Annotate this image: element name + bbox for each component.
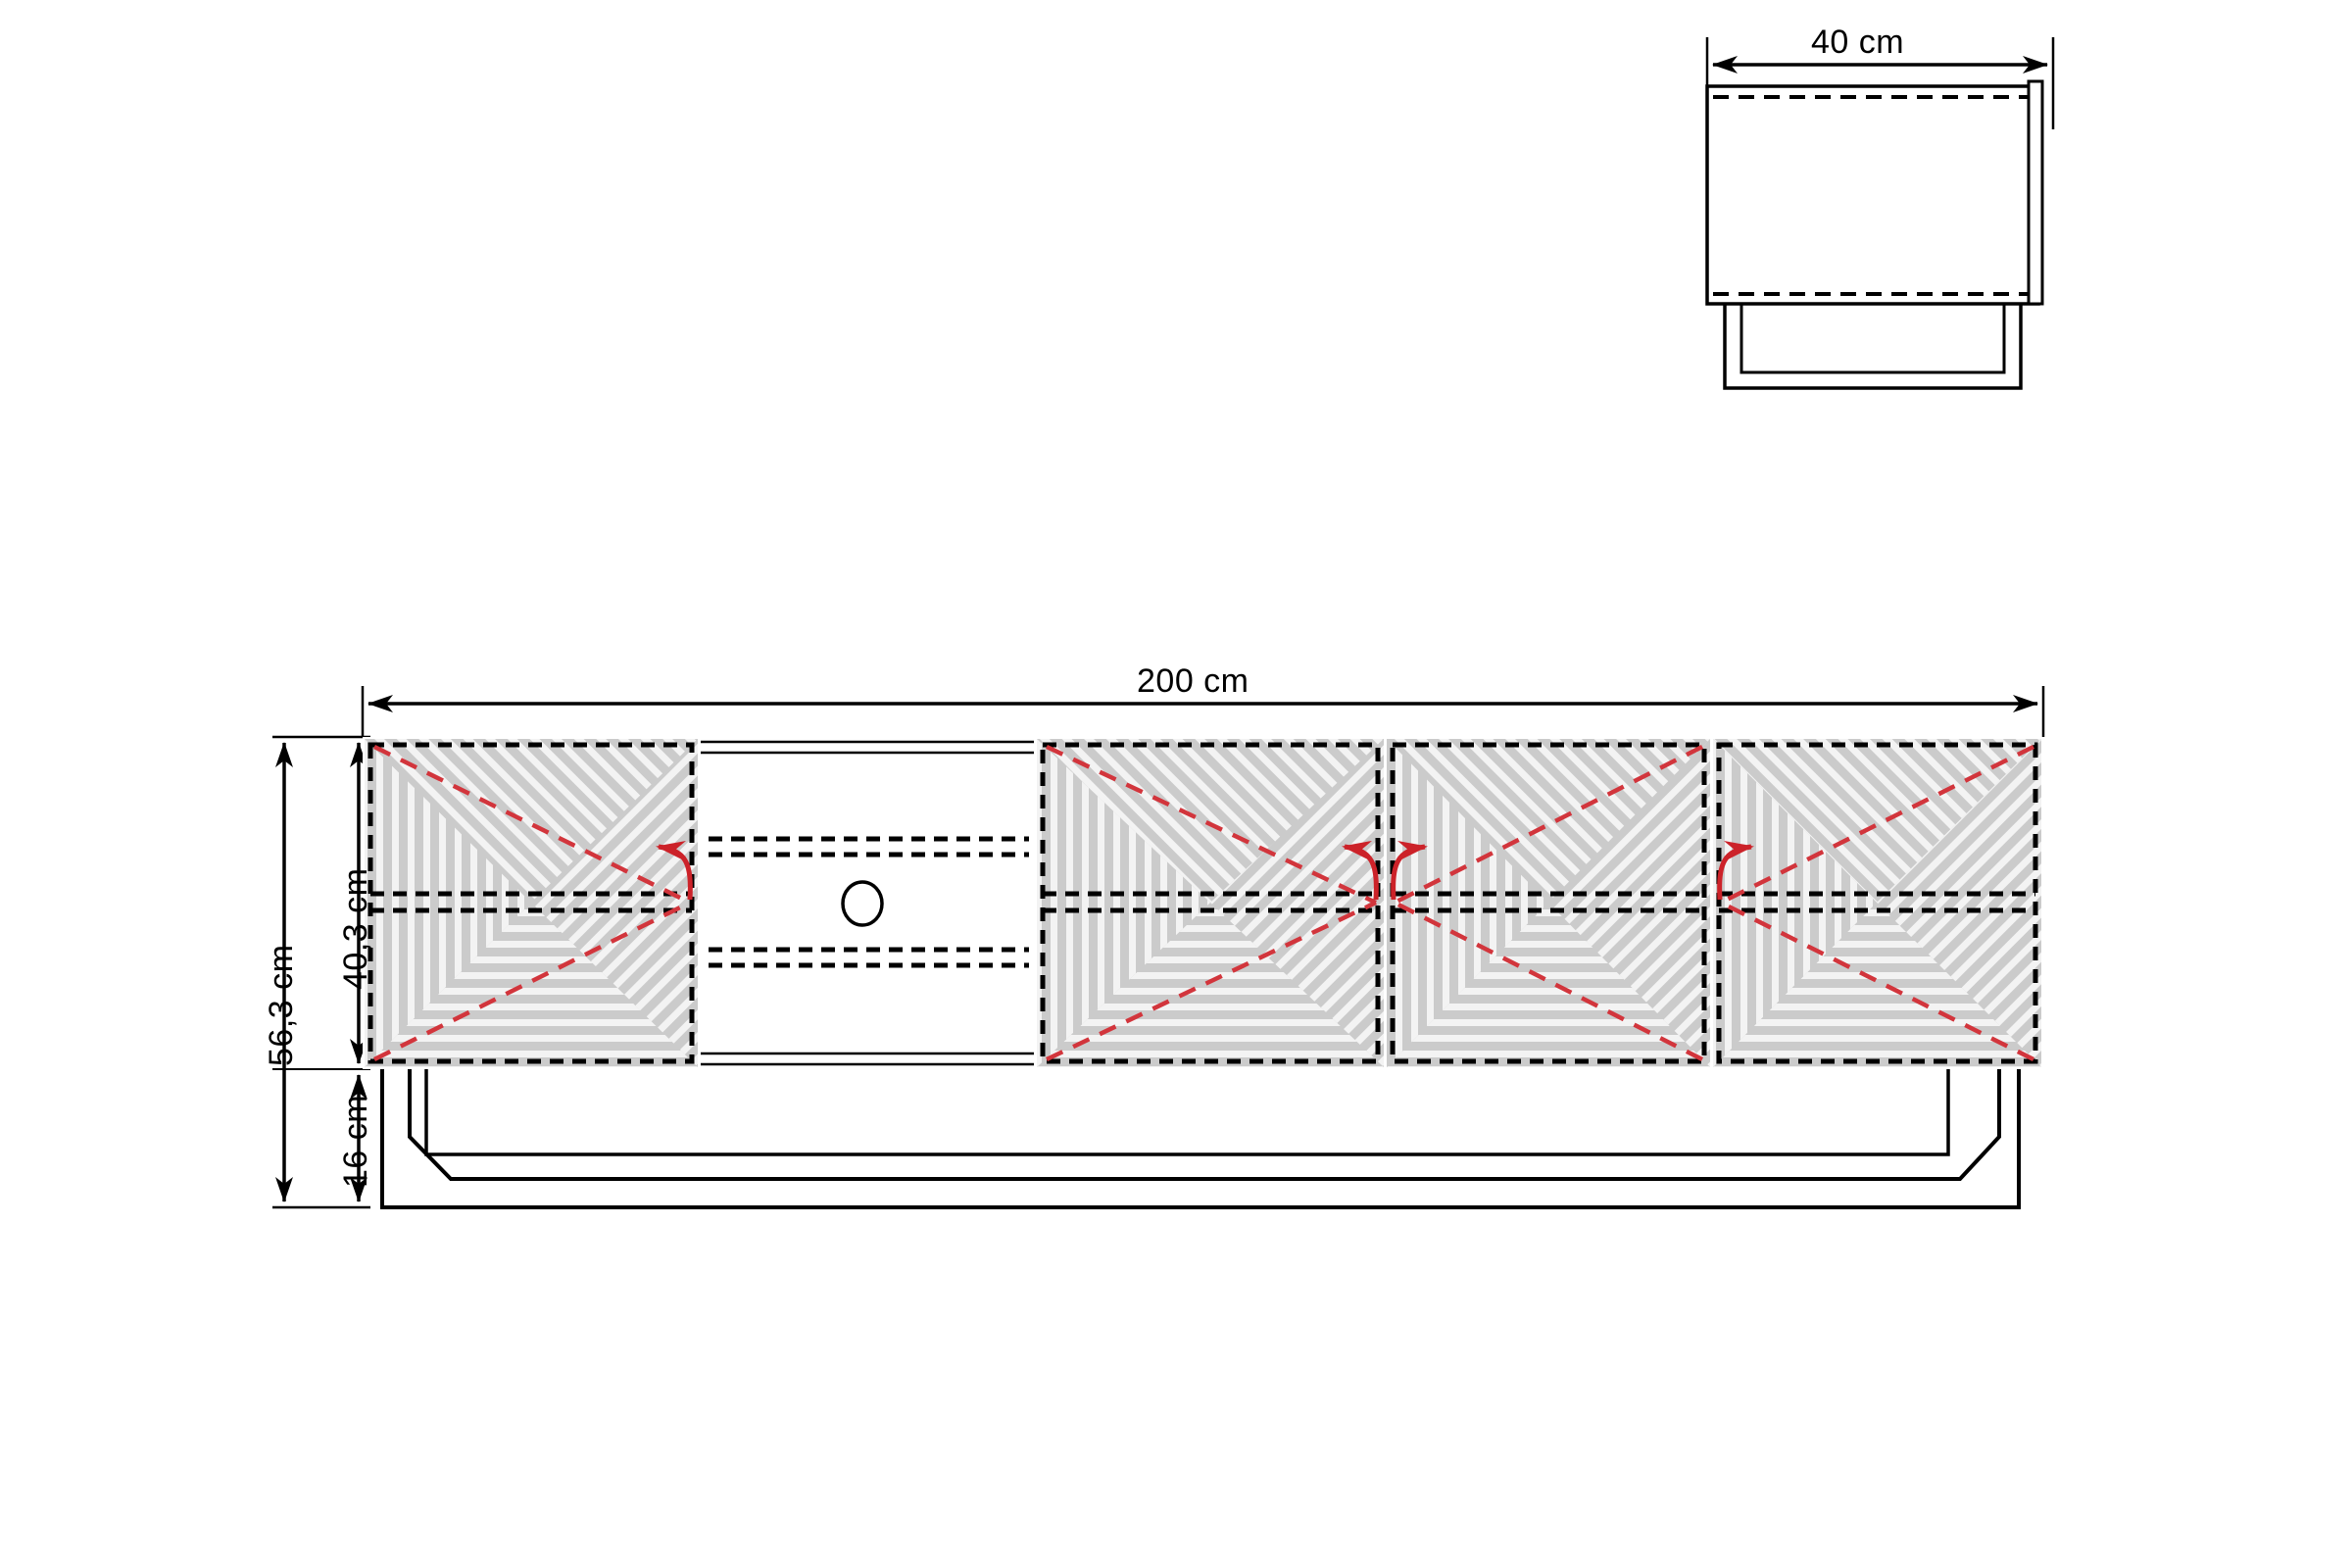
door-center-left-hidden-outline <box>1040 742 1381 1064</box>
door-right[interactable] <box>1713 739 2041 1067</box>
front-view-group <box>272 686 2045 1209</box>
door-right-swing-arrow <box>1717 840 1754 901</box>
leg-frame-inner-rail <box>424 1069 1950 1156</box>
leg-frame-left-angled <box>408 1069 2001 1181</box>
door-center-right[interactable] <box>1387 739 1710 1067</box>
door-center-left-swing-arrow <box>1342 840 1379 901</box>
side-leg-frame-inner <box>1740 304 2006 374</box>
side-leg-frame-outer <box>1723 304 2023 390</box>
depth-dimension-label: 40 cm <box>1811 24 1905 61</box>
door-center-left-guide-diagonal-1 <box>1046 744 1377 906</box>
door-left[interactable] <box>365 739 698 1067</box>
side-view-group <box>1705 37 2055 390</box>
door-left-hidden-outline <box>368 742 695 1064</box>
leg-frame-outer <box>380 1069 2021 1209</box>
door-center-right-swing-arrow <box>1391 840 1428 901</box>
open-compartment <box>701 739 1034 1067</box>
door-left-swing-arrow <box>656 840 693 901</box>
total-height-dimension-label: 56,3 cm <box>263 944 300 1066</box>
door-center-left-guide-diagonal-2 <box>1046 900 1377 1062</box>
door-center-left[interactable] <box>1037 739 1384 1067</box>
body-height-dimension-label: 40,3 cm <box>337 867 374 990</box>
cable-hole-icon <box>841 880 884 927</box>
door-right-hidden-outline <box>1716 742 2038 1064</box>
width-dimension-label: 200 cm <box>1137 662 1250 700</box>
side-body-outline <box>1705 84 2040 306</box>
leg-height-dimension-label: 16 cm <box>337 1094 374 1188</box>
side-door-edge-strip <box>2027 79 2044 306</box>
